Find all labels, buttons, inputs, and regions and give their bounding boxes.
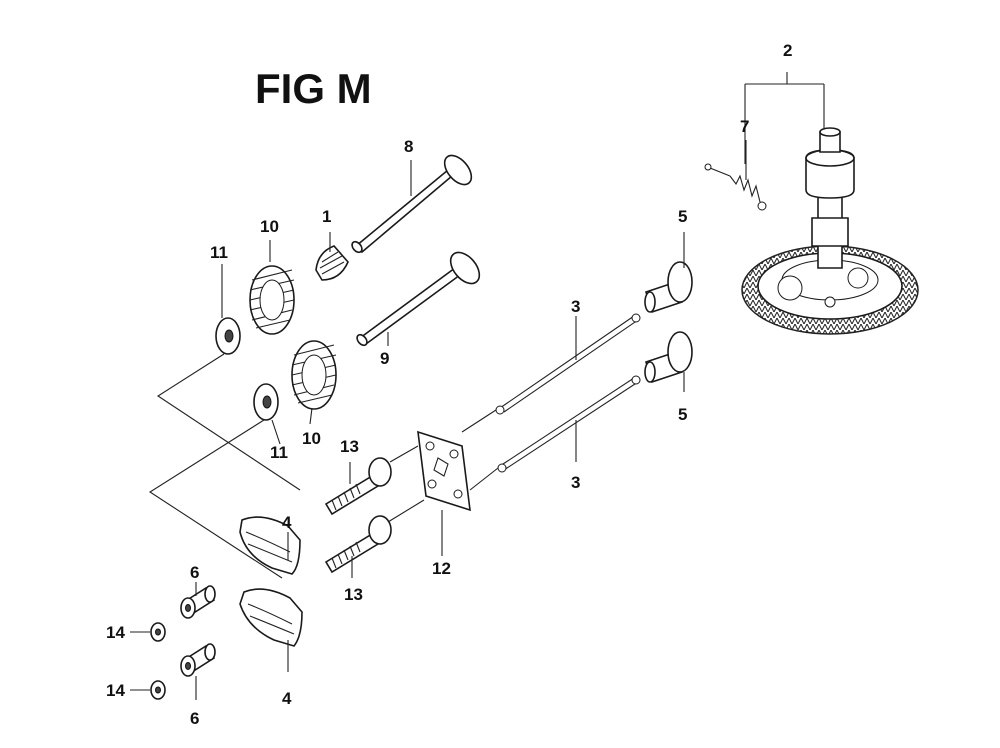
callout-11-lower: 11 [270, 443, 288, 462]
lock-nut-upper [150, 622, 166, 642]
callout-6-lower: 6 [190, 709, 199, 728]
callout-6-upper: 6 [190, 563, 199, 582]
valve-spring-upper [249, 265, 295, 335]
callout-4-lower: 4 [282, 689, 292, 708]
rocker-arm-upper [239, 516, 301, 575]
callout-3-lower: 3 [571, 473, 580, 492]
callout-12: 12 [432, 559, 451, 578]
rocker-pivot-lower [180, 643, 216, 677]
callout-13-upper: 13 [340, 437, 359, 456]
tappet-lower [644, 331, 693, 384]
pushrod-guide-plate [417, 430, 471, 512]
callout-3-upper: 3 [571, 297, 580, 316]
callout-5-upper: 5 [678, 207, 687, 226]
valve-lower [356, 251, 481, 347]
callout-8: 8 [404, 137, 413, 156]
spring-retainer-upper [215, 317, 241, 355]
callout-11-upper: 11 [210, 243, 228, 262]
callout-4-upper: 4 [282, 513, 292, 532]
pivot-bolt-upper [324, 457, 392, 516]
valve-upper [351, 154, 473, 254]
push-rod-lower [497, 375, 641, 473]
callout-7: 7 [740, 117, 749, 136]
lock-nut-lower [150, 680, 166, 700]
callout-5-lower: 5 [678, 405, 687, 424]
tappet-upper [644, 261, 693, 314]
pivot-bolt-lower [324, 515, 392, 574]
callout-2: 2 [783, 41, 792, 60]
callout-13-lower: 13 [344, 585, 363, 604]
camshaft-assembly [741, 127, 919, 335]
callout-14-lower: 14 [106, 681, 125, 700]
decompressor-spring [704, 163, 767, 211]
callout-10-lower: 10 [302, 429, 321, 448]
callout-9: 9 [380, 349, 389, 368]
figure-title: FIG M [255, 65, 372, 112]
callout-1: 1 [322, 207, 331, 226]
rocker-arm-lower [239, 588, 303, 647]
callout-10-upper: 10 [260, 217, 279, 236]
rocker-pivot-upper [180, 585, 216, 619]
push-rod-upper [495, 313, 641, 415]
callout-14-upper: 14 [106, 623, 125, 642]
spring-retainer-lower [253, 383, 279, 421]
stem-cap [315, 245, 349, 281]
valve-spring-lower [291, 340, 337, 410]
